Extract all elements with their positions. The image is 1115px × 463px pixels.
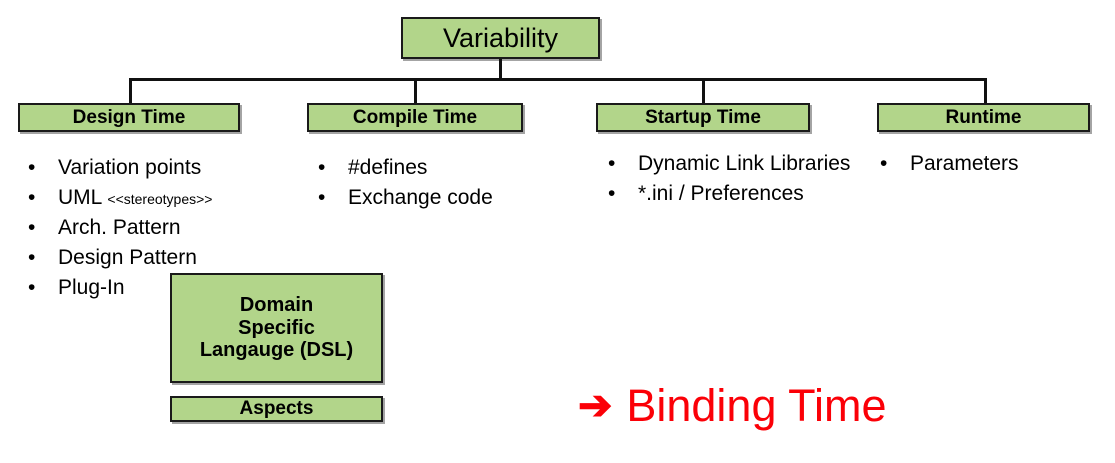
list-item-text: UML <<stereotypes>> <box>58 184 300 212</box>
list-item: • *.ini / Preferences <box>600 180 885 208</box>
bullet-list-runtime: • Parameters <box>872 150 1107 180</box>
list-item: • UML <<stereotypes>> <box>20 184 300 212</box>
connector-drop-runtime <box>984 78 987 103</box>
list-item: • Dynamic Link Libraries <box>600 150 885 178</box>
node-dsl-line-3: Langauge (DSL) <box>199 339 354 362</box>
bullet-icon: • <box>28 245 36 269</box>
right-arrow-icon: ➔ <box>578 382 613 429</box>
list-item: • Arch. Pattern <box>20 214 300 242</box>
bullet-icon: • <box>28 275 36 299</box>
connector-drop-design-time <box>129 78 132 103</box>
node-startup-time-label: Startup Time <box>645 106 761 128</box>
list-item: • Parameters <box>872 150 1107 178</box>
bullet-icon: • <box>28 156 36 179</box>
node-aspects[interactable]: Aspects <box>170 396 383 422</box>
list-item-text: Plug-In <box>58 275 125 299</box>
bullet-icon: • <box>608 152 616 175</box>
connector-horizontal-bus <box>129 78 987 81</box>
bullet-icon: • <box>28 215 36 239</box>
bullet-list-compile-time: • #defines • Exchange code <box>310 154 580 214</box>
list-item: • Exchange code <box>310 184 580 212</box>
bullet-list-design-time: • Variation points • UML <<stereotypes>>… <box>20 154 300 304</box>
list-item: • Design Pattern <box>20 244 300 272</box>
list-item-text: Variation points <box>58 156 202 179</box>
list-item: • Plug-In <box>20 274 300 302</box>
node-design-time[interactable]: Design Time <box>18 103 240 132</box>
list-item-text: Exchange code <box>348 185 493 209</box>
node-dsl-line-2: Specific <box>238 316 315 339</box>
node-domain-specific-language[interactable]: Domain Specific Langauge (DSL) <box>170 273 383 383</box>
node-dsl-label: Domain Specific Langauge (DSL) <box>200 294 353 361</box>
node-variability[interactable]: Variability <box>401 17 600 59</box>
connector-root-drop <box>499 59 502 80</box>
bullet-icon: • <box>28 185 36 209</box>
node-compile-time-label: Compile Time <box>352 106 478 128</box>
list-item-text: *.ini / Preferences <box>638 181 804 205</box>
node-compile-time[interactable]: Compile Time <box>307 103 523 132</box>
list-item-note: <<stereotypes>> <box>107 190 213 207</box>
node-design-time-label: Design Time <box>72 106 186 128</box>
list-item-main: UML <box>58 185 108 209</box>
list-item-text: Dynamic Link Libraries <box>638 152 851 175</box>
node-aspects-label: Aspects <box>239 398 314 420</box>
node-variability-label: Variability <box>442 22 559 53</box>
connector-drop-compile-time <box>414 78 417 103</box>
list-item-text: Design Pattern <box>58 245 197 269</box>
list-item: • #defines <box>310 154 580 182</box>
bullet-icon: • <box>318 156 326 179</box>
bullet-icon: • <box>318 185 326 209</box>
binding-time-callout: ➔ Binding Time <box>578 380 887 431</box>
node-runtime-label: Runtime <box>945 106 1022 128</box>
bullet-list-startup-time: • Dynamic Link Libraries • *.ini / Prefe… <box>600 150 885 210</box>
bullet-icon: • <box>880 152 888 175</box>
node-dsl-line-1: Domain <box>239 294 314 317</box>
list-item: • Variation points <box>20 154 300 182</box>
node-startup-time[interactable]: Startup Time <box>596 103 810 132</box>
connector-drop-startup-time <box>702 78 705 103</box>
bullet-icon: • <box>608 181 616 205</box>
list-item-text: Parameters <box>910 152 1019 175</box>
list-item-text: #defines <box>348 156 428 179</box>
node-runtime[interactable]: Runtime <box>877 103 1090 132</box>
binding-time-label: Binding Time <box>626 380 887 431</box>
list-item-text: Arch. Pattern <box>58 215 181 239</box>
